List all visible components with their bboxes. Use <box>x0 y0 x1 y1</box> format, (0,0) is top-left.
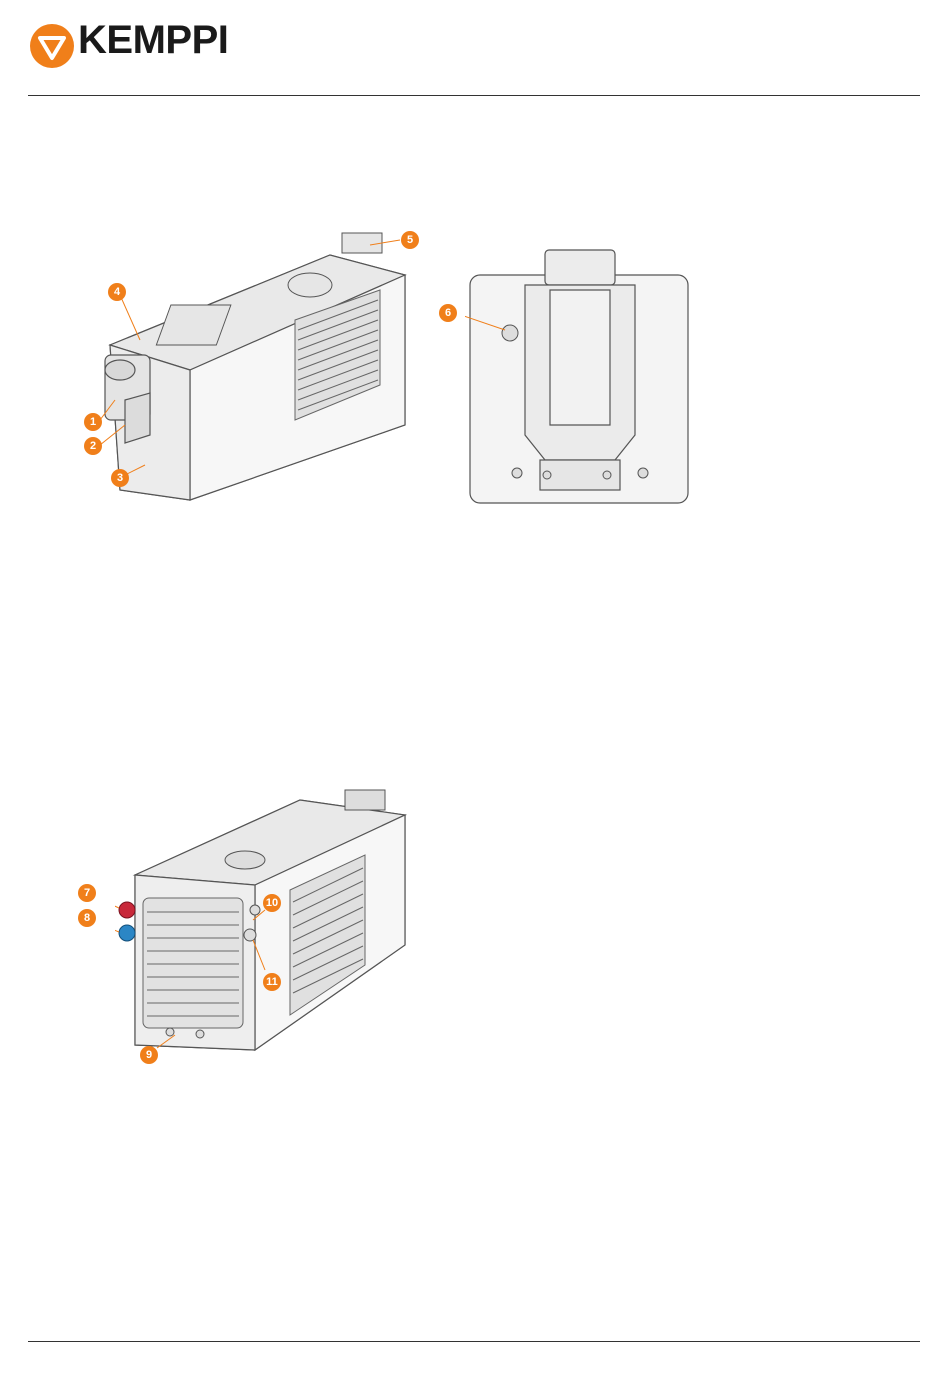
callout-5: 5 <box>401 231 419 249</box>
unit-rear-view-figure <box>465 245 695 510</box>
callout-2: 2 <box>84 437 102 455</box>
callout-9: 9 <box>140 1046 158 1064</box>
callout-4: 4 <box>108 283 126 301</box>
callout-7: 7 <box>78 884 96 902</box>
callout-11: 11 <box>263 973 281 991</box>
footer-rule <box>28 1341 920 1342</box>
callout-8: 8 <box>78 909 96 927</box>
callout-3: 3 <box>111 469 129 487</box>
kemppi-logo-icon <box>28 22 76 70</box>
unit-front-view-figure <box>115 780 415 1065</box>
unit-side-view-figure <box>80 225 420 510</box>
callout-10: 10 <box>263 894 281 912</box>
callout-6: 6 <box>439 304 457 322</box>
brand-name: KEMPPI <box>78 18 228 63</box>
callout-1: 1 <box>84 413 102 431</box>
header-rule <box>28 95 920 96</box>
